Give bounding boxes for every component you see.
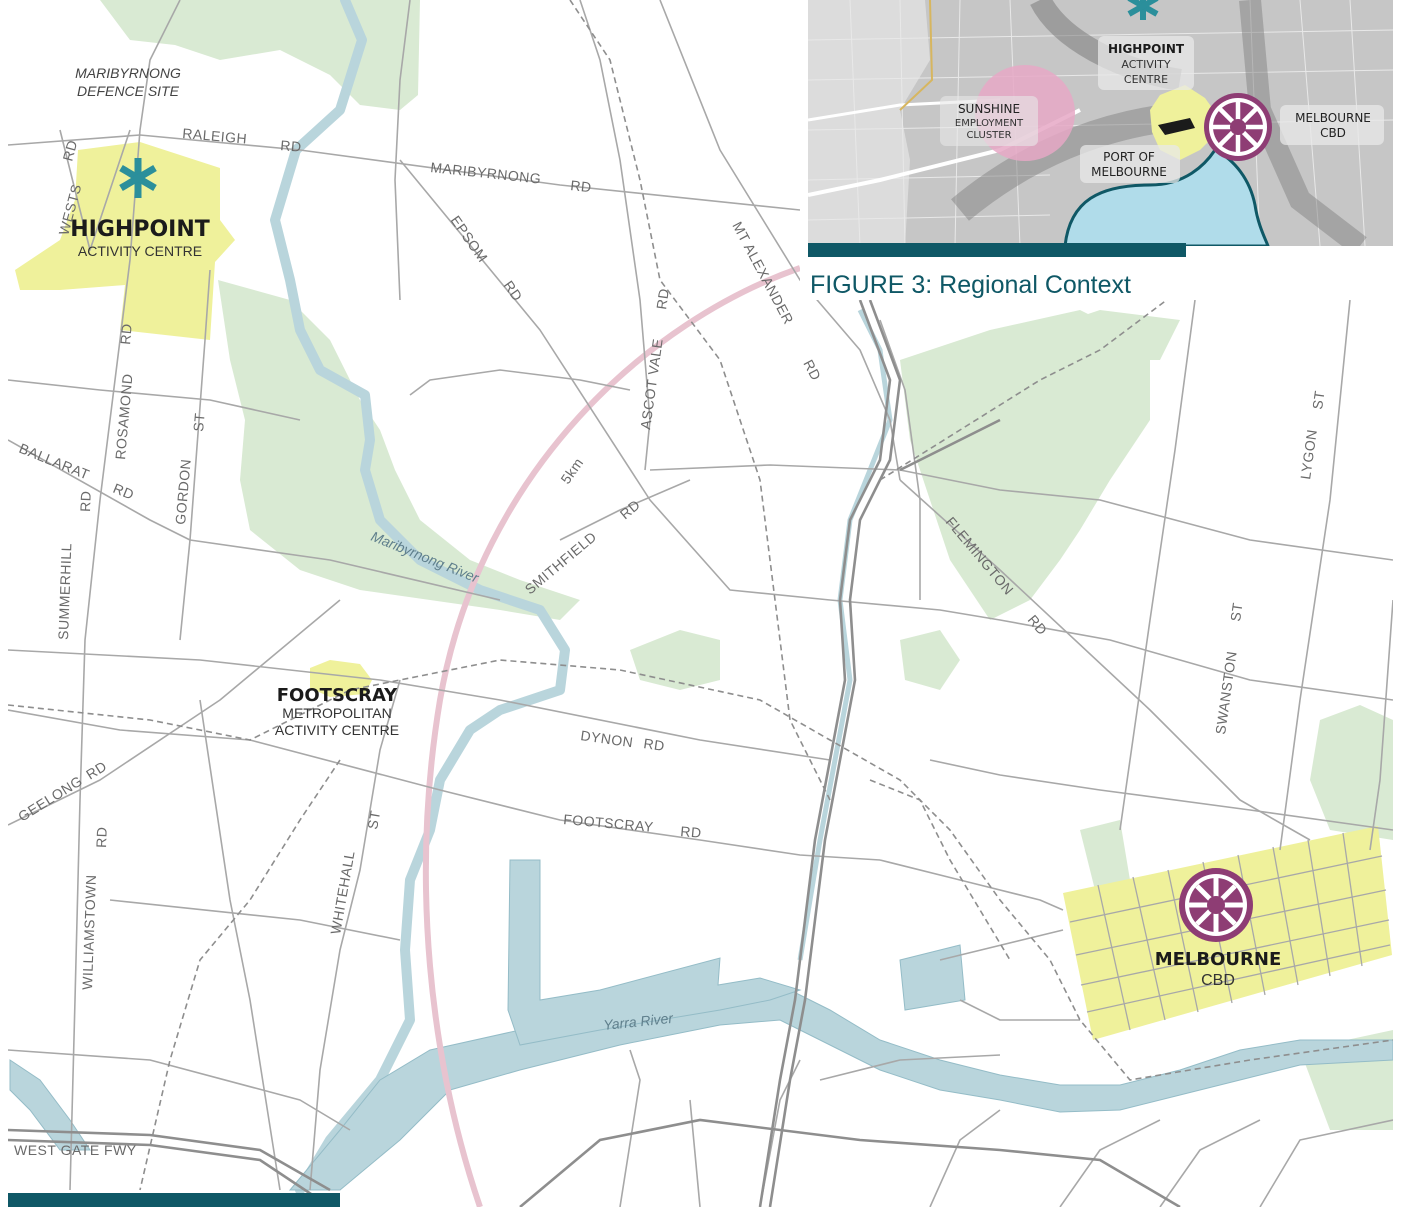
rail-lines: [8, 0, 1393, 1191]
maribyrnong-rd-suffix: RD: [570, 177, 593, 195]
inset-accent-bar: [808, 243, 1186, 257]
inset-port-label-1: PORT OF: [1103, 150, 1155, 164]
cbd-grid: [1069, 832, 1391, 1031]
footscray-name: FOOTSCRAY: [277, 685, 398, 706]
inset-highpoint-label-2: ACTIVITY: [1121, 58, 1170, 71]
ballarat-rd-suffix: RD: [111, 480, 137, 503]
lygon-st-suffix: ST: [1309, 389, 1327, 410]
williamstown-rd-suffix: RD: [93, 826, 110, 848]
dynon-road-label: DYNON: [580, 727, 635, 750]
footscray-centre: FOOTSCRAY METROPOLITAN ACTIVITY CENTRE: [275, 685, 399, 738]
footscray-rd-suffix: RD: [680, 823, 703, 841]
summerhill-road-label: SUMMERHILL: [55, 543, 74, 640]
5km-radius-ring: [422, 265, 801, 1207]
inset-highpoint-asterisk-icon: [1127, 0, 1159, 20]
rosamond-rd-suffix: RD: [117, 323, 135, 346]
inset-labels: HIGHPOINT ACTIVITY CENTRE SUNSHINE EMPLO…: [955, 42, 1371, 179]
highpoint-centre: HIGHPOINT ACTIVITY CENTRE: [70, 158, 210, 259]
dynon-rd-suffix: RD: [643, 735, 666, 754]
map-accent-bar: [8, 1193, 340, 1207]
west-gate-freeway-label: WEST GATE FWY: [14, 1142, 137, 1158]
wests-rd-suffix: RD: [59, 138, 80, 163]
melbourne-cbd-subtitle: CBD: [1201, 972, 1235, 989]
footscray-subtitle-1: METROPOLITAN: [282, 705, 391, 721]
yarra-river-label: Yarra River: [603, 1010, 675, 1033]
footscray-road-label: FOOTSCRAY: [563, 811, 655, 835]
inset-melbourne-burst-icon: [1204, 93, 1272, 161]
rosamond-road-label: ROSAMOND: [112, 373, 135, 461]
freeways: [8, 299, 1181, 1207]
highpoint-name: HIGHPOINT: [70, 217, 210, 242]
williamstown-road-label: WILLIAMSTOWN: [79, 874, 99, 990]
inset-highpoint-label-1: HIGHPOINT: [1108, 42, 1185, 56]
gordon-st-suffix: ST: [190, 412, 208, 432]
inset-melbourne-label-2: CBD: [1320, 126, 1346, 140]
highpoint-asterisk-icon: [119, 158, 157, 198]
parks: [100, 0, 1393, 1130]
lygon-street-label: LYGON: [1297, 428, 1320, 480]
maribyrnong-river: [270, 0, 570, 1195]
gordon-street-label: GORDON: [172, 458, 194, 525]
melbourne-cbd-burst-icon: [1179, 868, 1253, 942]
melbourne-cbd-centre: MELBOURNE CBD: [1155, 868, 1282, 989]
highpoint-subtitle: ACTIVITY CENTRE: [78, 243, 202, 259]
swanston-st-suffix: ST: [1227, 601, 1245, 622]
raleigh-road-label: RALEIGH: [182, 125, 248, 147]
summerhill-rd-suffix: RD: [77, 490, 94, 512]
raleigh-rd-suffix: RD: [280, 137, 303, 155]
highpoint-zone: [15, 142, 235, 340]
docks: [507, 859, 802, 1046]
footscray-subtitle-2: ACTIVITY CENTRE: [275, 722, 399, 738]
inset-regional-map: HIGHPOINT ACTIVITY CENTRE SUNSHINE EMPLO…: [800, 0, 1401, 300]
inset-highpoint-label-3: CENTRE: [1124, 73, 1168, 86]
ascot-vale-rd-suffix: RD: [653, 287, 672, 310]
defence-site-label-1: MARIBYRNONG: [75, 65, 181, 81]
figure-caption: FIGURE 3: Regional Context: [810, 271, 1131, 299]
inset-sunshine-label-3: CLUSTER: [966, 130, 1011, 141]
inset-sunshine-label-1: SUNSHINE: [958, 102, 1020, 116]
inset-sunshine-label-2: EMPLOYMENT: [955, 118, 1024, 129]
defence-site-label-2: DEFENCE SITE: [77, 83, 180, 99]
road-network: [8, 0, 1393, 1207]
inset-melbourne-label-1: MELBOURNE: [1295, 111, 1371, 125]
inset-port-label-2: MELBOURNE: [1091, 165, 1167, 179]
melbourne-cbd-name: MELBOURNE: [1155, 949, 1282, 970]
inset-bay: [1063, 148, 1270, 246]
footscray-zone: [310, 660, 372, 697]
whitehall-st-suffix: ST: [364, 809, 383, 830]
